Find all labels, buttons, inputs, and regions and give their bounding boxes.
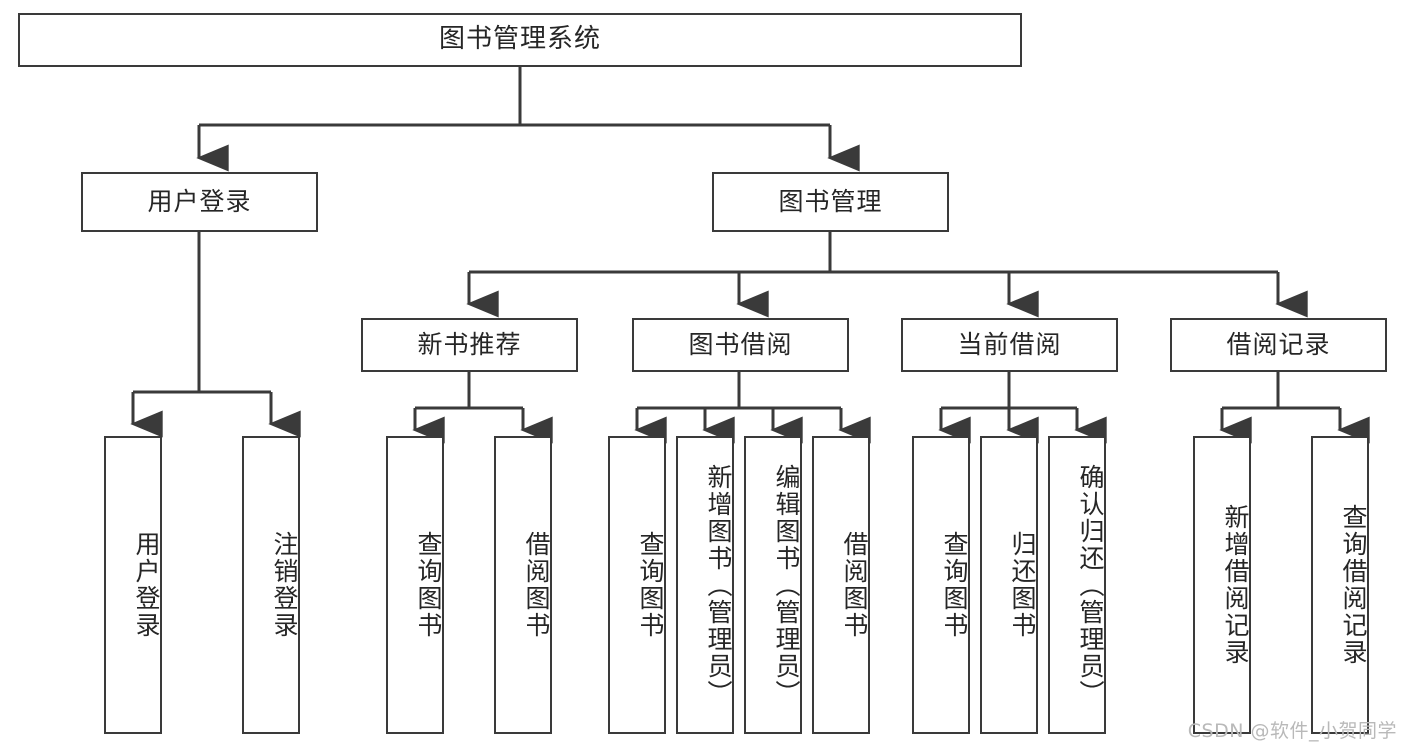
- leaf-query-book-current[interactable]: 查询图书: [912, 436, 970, 734]
- node-label: 查询图书: [940, 531, 969, 639]
- leaf-borrow-book-recommend[interactable]: 借阅图书: [494, 436, 552, 734]
- leaf-query-borrow-record[interactable]: 查询借阅记录: [1311, 436, 1369, 734]
- leaf-user-login[interactable]: 用户登录: [104, 436, 162, 734]
- node-label: 图书管理系统: [438, 24, 601, 55]
- leaf-add-borrow-record[interactable]: 新增借阅记录: [1193, 436, 1251, 734]
- leaf-return-book[interactable]: 归还图书: [980, 436, 1038, 734]
- node-label: 注销登录: [270, 531, 299, 639]
- node-label: 查询图书: [636, 531, 665, 639]
- node-label: 归还图书: [1008, 531, 1037, 639]
- node-label: 当前借阅: [957, 329, 1062, 359]
- node-user-login[interactable]: 用户登录: [81, 172, 318, 232]
- watermark-text: CSDN @软件_小贺同学: [1187, 720, 1397, 742]
- leaf-add-book-admin[interactable]: 新增图书（管理员）: [676, 436, 734, 734]
- node-new-book-recommend[interactable]: 新书推荐: [361, 318, 578, 372]
- node-label: 图书管理: [778, 186, 883, 216]
- leaf-edit-book-admin[interactable]: 编辑图书（管理员）: [744, 436, 802, 734]
- node-label: 图书借阅: [688, 329, 793, 359]
- leaf-logout-login[interactable]: 注销登录: [242, 436, 300, 734]
- node-label: 确认归还（管理员）: [1076, 463, 1105, 707]
- node-label: 借阅图书: [840, 531, 869, 639]
- node-label: 查询图书: [414, 531, 443, 639]
- node-label: 用户登录: [147, 186, 252, 216]
- node-label: 查询借阅记录: [1339, 504, 1368, 666]
- leaf-borrow-book[interactable]: 借阅图书: [812, 436, 870, 734]
- node-current-borrow[interactable]: 当前借阅: [901, 318, 1118, 372]
- node-book-borrow[interactable]: 图书借阅: [632, 318, 849, 372]
- node-label: 借阅记录: [1226, 329, 1331, 359]
- leaf-query-book-borrow[interactable]: 查询图书: [608, 436, 666, 734]
- node-label: 新增借阅记录: [1221, 504, 1250, 666]
- node-label: 用户登录: [132, 531, 161, 639]
- node-book-management[interactable]: 图书管理: [712, 172, 949, 232]
- node-label: 新增图书（管理员）: [704, 463, 733, 707]
- node-borrow-record[interactable]: 借阅记录: [1170, 318, 1387, 372]
- node-root-book-management-system[interactable]: 图书管理系统: [18, 13, 1022, 67]
- node-label: 新书推荐: [417, 329, 522, 359]
- node-label: 借阅图书: [522, 531, 551, 639]
- node-label: 编辑图书（管理员）: [772, 463, 801, 707]
- leaf-confirm-return-admin[interactable]: 确认归还（管理员）: [1048, 436, 1106, 734]
- leaf-query-book-recommend[interactable]: 查询图书: [386, 436, 444, 734]
